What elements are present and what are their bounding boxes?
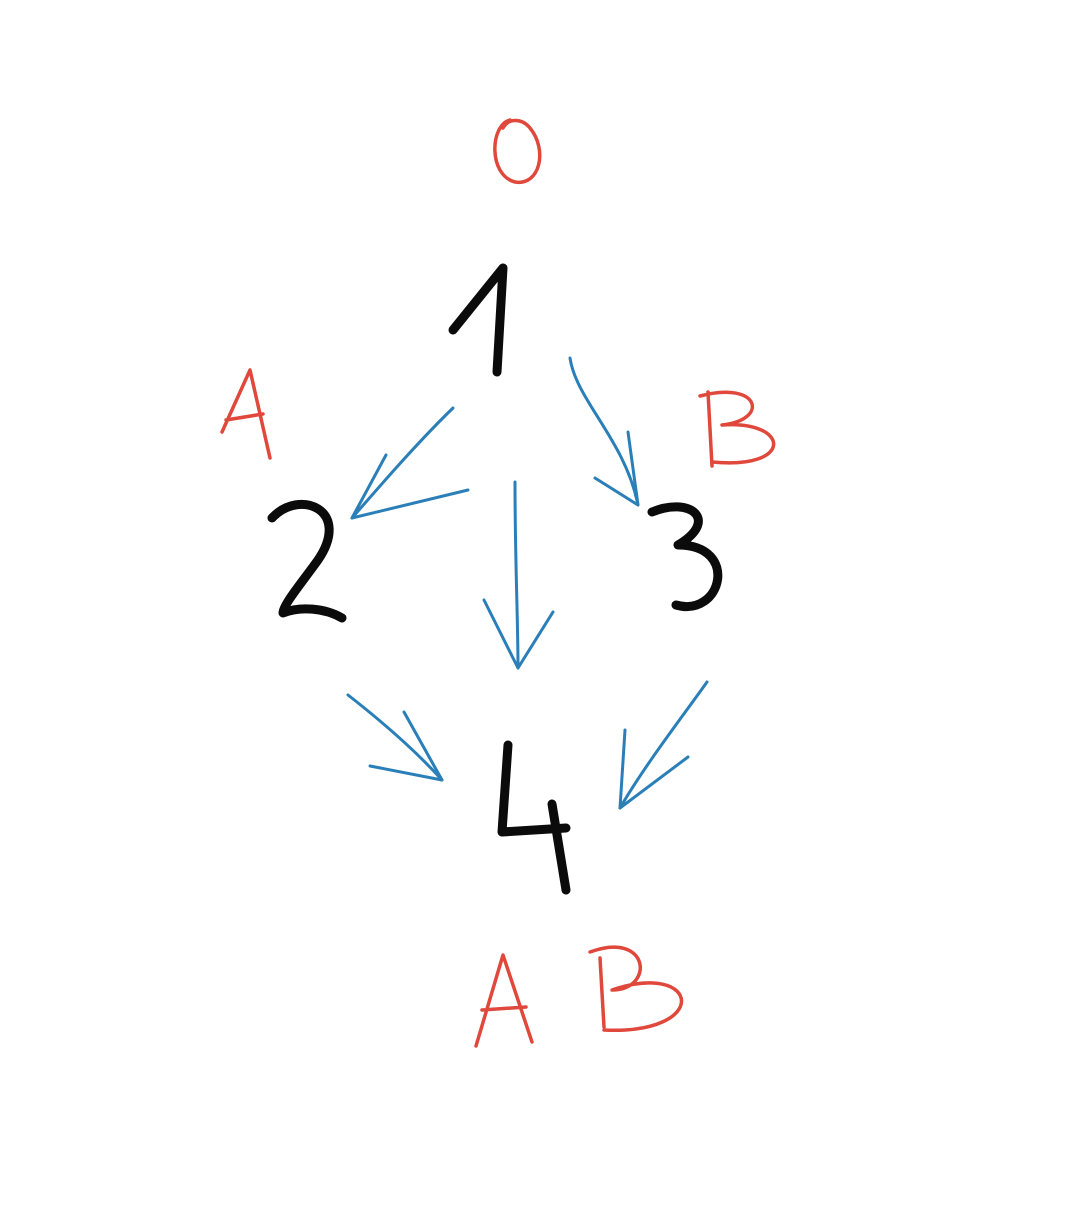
edge-3-to-4-shaft [618, 680, 709, 810]
edge-1-to-3-head [593, 430, 640, 507]
edge-2-to-4-head [368, 710, 444, 782]
tag-b-node4-shape [588, 945, 684, 1032]
edge-1-to-2 [350, 406, 470, 520]
tag-o-shape [493, 118, 542, 184]
edge-2-to-4 [346, 693, 444, 782]
node-4-shape [497, 740, 571, 895]
node-1-shape [448, 263, 508, 377]
edge-1-to-2-shaft [350, 406, 455, 520]
edge-1-to-3-shaft [568, 356, 640, 507]
edge-3-to-4 [618, 680, 709, 810]
node-labels [267, 263, 723, 895]
edge-1-to-2-head [350, 453, 470, 520]
node-2-shape [267, 499, 347, 623]
edge-1-to-4-shaft [513, 480, 520, 670]
edge-arrows [346, 356, 709, 810]
tag-a-node2-shape [220, 368, 272, 460]
node-tags [220, 118, 776, 1048]
tag-a-node4-shape [474, 953, 534, 1048]
edge-1-to-3 [568, 356, 640, 507]
edge-1-to-4 [482, 480, 555, 670]
edge-3-to-4-head [618, 728, 690, 810]
tag-b-node3-shape [698, 390, 776, 468]
edge-2-to-4-shaft [346, 693, 444, 782]
node-3-shape [647, 502, 723, 612]
edge-1-to-4-head [482, 598, 555, 670]
